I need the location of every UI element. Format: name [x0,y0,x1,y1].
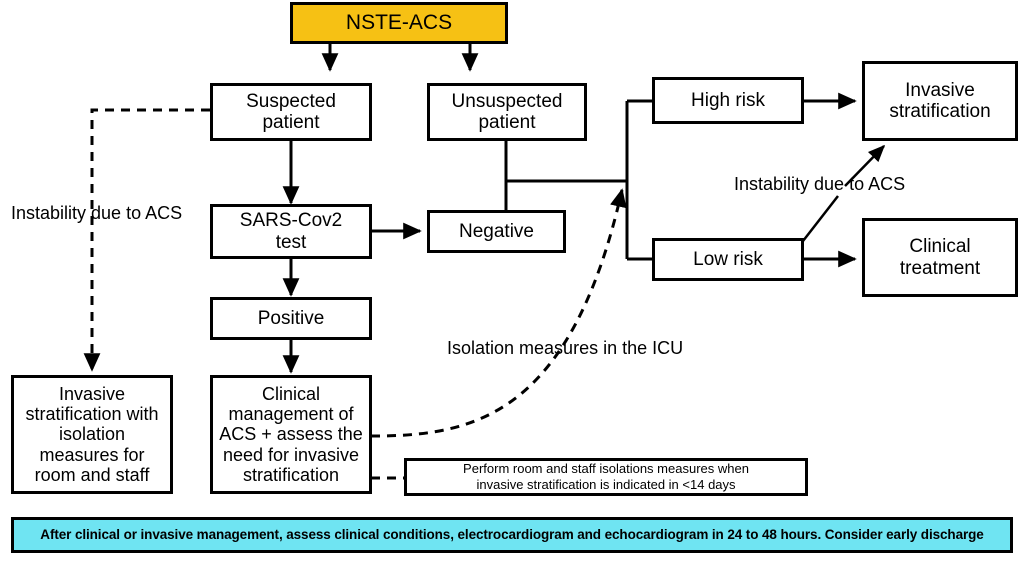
label-instability-right: Instability due to ACS [734,174,906,194]
node-bottom-banner: After clinical or invasive management, a… [11,517,1013,553]
node-high-risk: High risk [652,77,804,124]
node-nste-acs: NSTE-ACS [290,2,508,44]
node-suspected-patient: Suspected patient [210,83,372,141]
node-sars-cov2-test: SARS-Cov2 test [210,204,372,259]
node-unsuspected-patient-label: Unsuspected patient [451,90,563,133]
node-nste-acs-label: NSTE-ACS [345,11,453,35]
node-sars-cov2-test-label: SARS-Cov2 test [239,210,343,253]
node-invasive-stratification: Invasive stratification [862,61,1018,141]
edge-unsuspected-to-junction [504,141,627,183]
node-invasive-stratification-isolation-label: Invasive stratification with isolation m… [25,384,159,485]
node-clinical-management: Clinical management of ACS + assess the … [210,375,372,494]
node-perform-room-note-label: Perform room and staff isolations measur… [463,460,749,492]
label-isolation-icu: Isolation measures in the ICU [447,338,684,358]
node-low-risk: Low risk [652,238,804,281]
node-negative: Negative [427,210,566,253]
node-high-risk-label: High risk [691,89,765,111]
node-invasive-stratification-label: Invasive stratification [889,79,991,122]
node-positive-label: Positive [257,307,325,329]
node-negative-label: Negative [459,220,534,242]
edge-instability-suspected-to-isolation [83,108,210,372]
node-low-risk-label: Low risk [693,248,763,270]
node-suspected-patient-label: Suspected patient [246,90,336,133]
label-instability-left: Instability due to ACS [11,203,183,223]
node-unsuspected-patient: Unsuspected patient [427,83,587,141]
node-clinical-treatment-label: Clinical treatment [899,236,981,279]
node-clinical-management-label: Clinical management of ACS + assess the … [219,384,363,485]
node-perform-room-note: Perform room and staff isolations measur… [404,458,808,496]
node-clinical-treatment: Clinical treatment [862,218,1018,297]
node-bottom-banner-label: After clinical or invasive management, a… [40,526,984,542]
node-invasive-stratification-isolation: Invasive stratification with isolation m… [11,375,173,494]
node-positive: Positive [210,297,372,340]
edge-instability-low-to-invasive [802,195,839,242]
